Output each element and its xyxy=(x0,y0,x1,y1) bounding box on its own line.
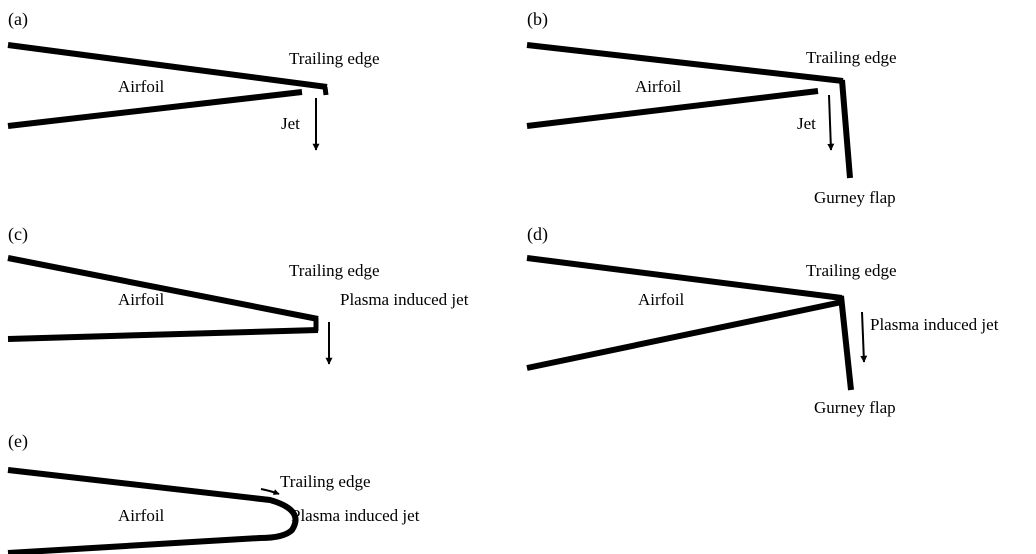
airfoil-shape xyxy=(526,255,843,371)
airfoil-label: Airfoil xyxy=(118,506,165,525)
jet-arrow xyxy=(860,311,868,363)
panel-label: (c) xyxy=(8,224,28,245)
panel-b: (b) Trailing edge Airfoil Jet Gurney fla… xyxy=(526,9,897,207)
airfoil-label: Airfoil xyxy=(118,290,165,309)
airfoil-shape xyxy=(7,42,329,129)
panel-a: (a) Trailing edge Airfoil Jet xyxy=(7,9,380,151)
airfoil-label: Airfoil xyxy=(118,77,165,96)
trailing-edge-label: Trailing edge xyxy=(806,261,897,280)
panel-label: (a) xyxy=(8,9,28,30)
trailing-edge-label: Trailing edge xyxy=(289,261,380,280)
jet-label: Plasma induced jet xyxy=(870,315,999,334)
airfoil-label: Airfoil xyxy=(635,77,682,96)
jet-label: Jet xyxy=(281,114,300,133)
gurney-flap-label: Gurney flap xyxy=(814,188,896,207)
panel-e: (e) Trailing edge Airfoil Plasma induced… xyxy=(7,431,420,554)
airfoil-shape xyxy=(526,42,844,129)
airfoil-label: Airfoil xyxy=(638,290,685,309)
jet-label: Plasma induced jet xyxy=(340,290,469,309)
jet-label: Jet xyxy=(797,114,816,133)
trailing-edge-label: Trailing edge xyxy=(289,49,380,68)
gurney-flap xyxy=(839,79,853,179)
trailing-edge-label: Trailing edge xyxy=(806,48,897,67)
panel-label: (e) xyxy=(8,431,28,452)
jet-arrow xyxy=(260,488,280,495)
airfoil-shape xyxy=(7,255,319,342)
panel-c: (c) Trailing edge Airfoil Plasma induced… xyxy=(7,224,469,365)
airfoil-shape xyxy=(7,467,299,554)
panel-d: (d) Trailing edge Airfoil Plasma induced… xyxy=(526,224,999,417)
gurney-flap-label: Gurney flap xyxy=(814,398,896,417)
jet-arrow xyxy=(827,94,835,151)
jet-label: Plasma induced jet xyxy=(291,506,420,525)
panel-label: (b) xyxy=(527,9,548,30)
gurney-flap xyxy=(838,295,854,391)
trailing-edge-label: Trailing edge xyxy=(280,472,371,491)
panel-label: (d) xyxy=(527,224,548,245)
